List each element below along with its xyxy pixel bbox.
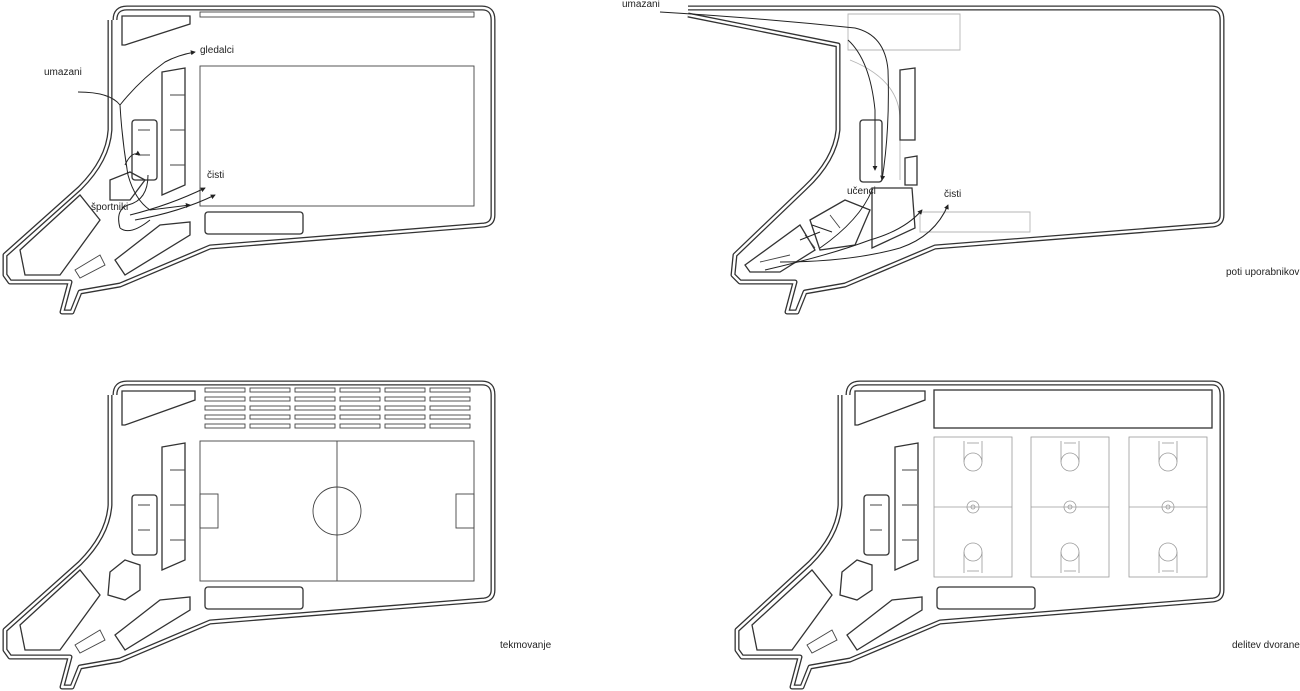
building-outline: [687, 5, 1225, 315]
user-routes: [659, 11, 949, 271]
label-dirty-left: umazani: [44, 67, 82, 78]
football-field: [199, 440, 475, 582]
user-routes: [77, 50, 216, 232]
label-athletes: športniki: [91, 202, 129, 213]
building-outline: [2, 5, 496, 315]
plan-user-paths-right: [659, 5, 1225, 315]
label-spectators: gledalci: [200, 45, 234, 56]
building-outline: [734, 380, 1225, 690]
plan-user-paths-left: [2, 5, 496, 315]
caption-user-paths: poti uporabnikov: [1226, 267, 1300, 278]
plan-hall-division: [734, 380, 1225, 690]
label-pupils: učenci: [847, 186, 876, 197]
basketball-courts: [933, 436, 1208, 578]
label-clean-right: čisti: [944, 189, 962, 200]
building-outline: [2, 380, 496, 690]
plan-competition: [2, 380, 496, 690]
label-dirty-right: umazani: [622, 0, 660, 10]
caption-hall-division: delitev dvorane: [1232, 640, 1300, 651]
caption-competition: tekmovanje: [500, 640, 552, 651]
room-top-left: [121, 15, 191, 46]
spectator-seating: [204, 387, 471, 429]
hall-field: [199, 65, 475, 207]
label-clean-left: čisti: [207, 170, 225, 181]
